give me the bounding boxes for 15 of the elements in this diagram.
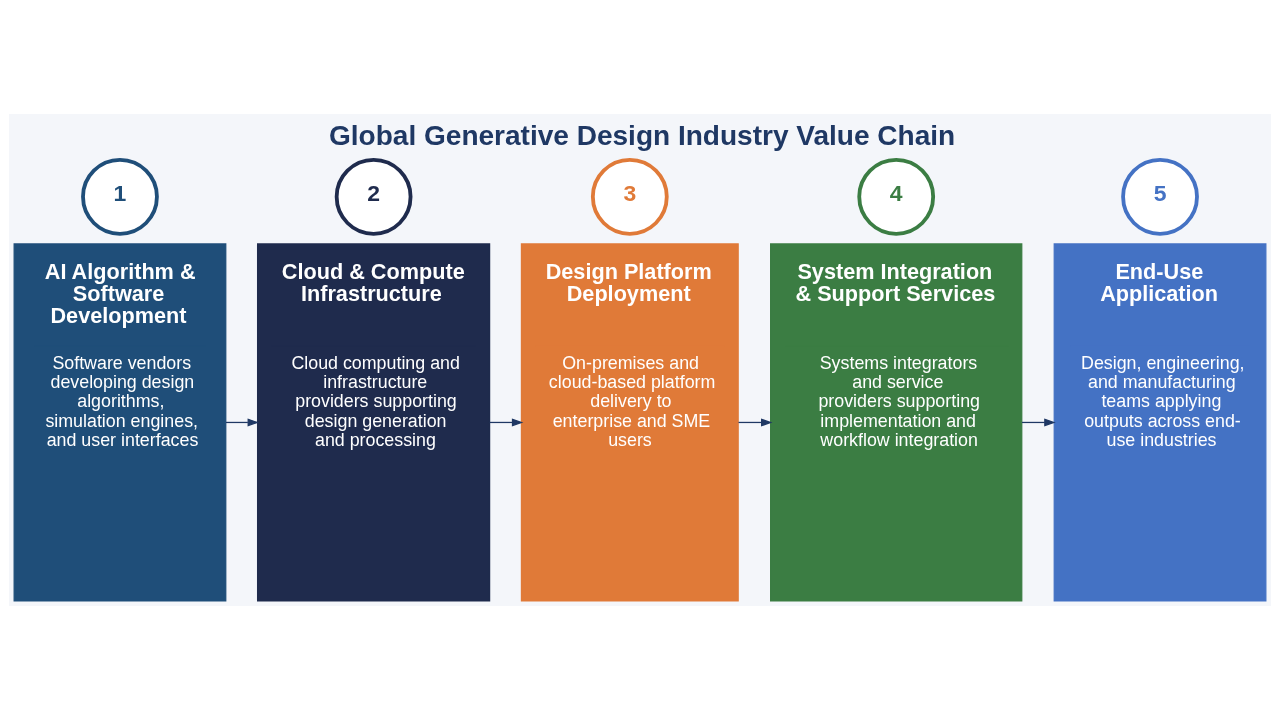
node-circle: 2	[334, 158, 413, 236]
arrow	[737, 418, 773, 427]
node-box: End-Use Application Design, engineering, and manufacturing teams applying outputs across end-use industries	[1053, 243, 1267, 602]
diagram-title: Global Generative Design Industry Value Chain	[328, 120, 956, 152]
node-circle: 5	[1121, 158, 1199, 236]
arrow	[489, 418, 524, 427]
arrow	[1021, 418, 1056, 427]
node-box: Cloud & Compute Infrastructure Cloud computing and infrastructure providers supporting design generation and processing	[257, 243, 491, 602]
node-circle: 4	[857, 158, 936, 236]
node-box: Design Platform Deployment On-premises and cloud-based platform delivery to enterprise and SME users	[520, 243, 739, 602]
arrow	[225, 418, 260, 427]
node-box: AI Algorithm & Software Development Software vendors developing design algorithms, simulation engines, and user interfaces	[13, 243, 227, 602]
node-circle: 1	[81, 158, 159, 236]
node-circle: 3	[590, 158, 669, 236]
node-box: System Integration & Support Services Systems integrators and service providers supporting implementation and workflow integration	[770, 243, 1023, 602]
